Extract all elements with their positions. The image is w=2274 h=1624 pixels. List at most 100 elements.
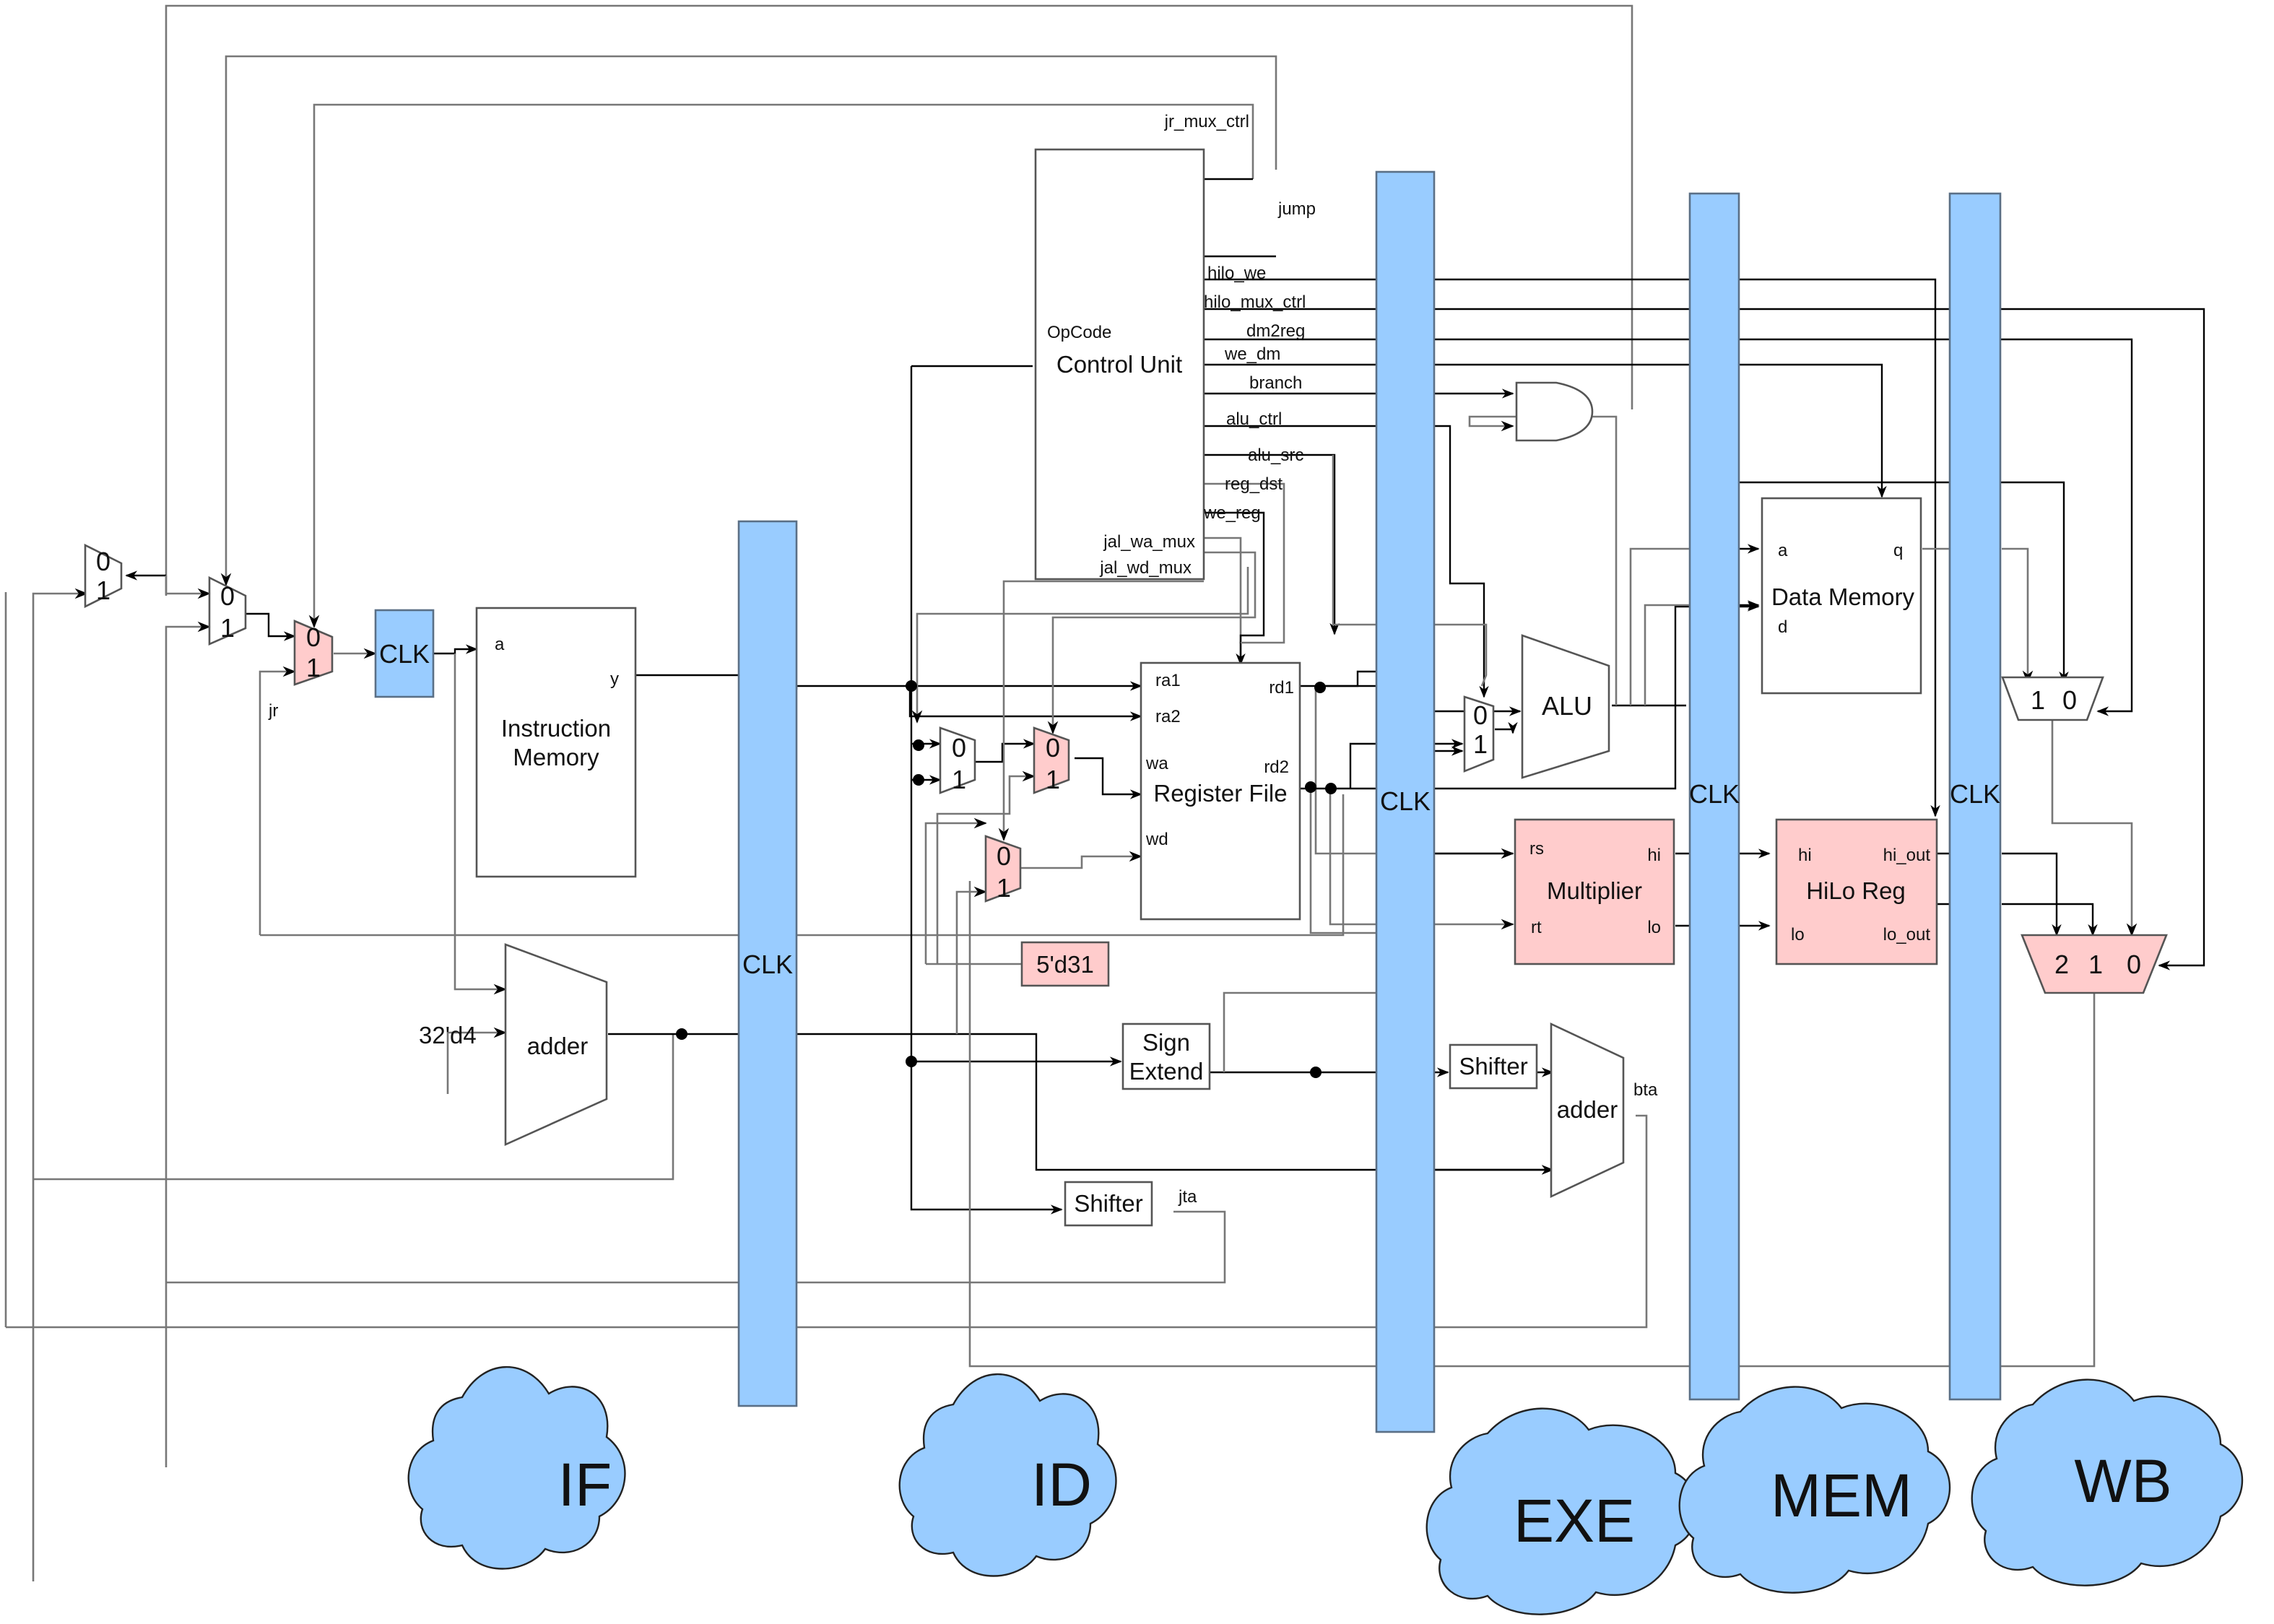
branch-shifter: Shifter: [1449, 1043, 1538, 1090]
mem-wb-register: CLK: [1948, 192, 2002, 1401]
mux-input-2: 2: [2054, 950, 2069, 979]
mux-input-0: 0: [1046, 733, 1060, 763]
stage-label-exe: EXE: [1514, 1487, 1635, 1555]
mux-jr: 0 1: [293, 620, 334, 686]
signal-jr-mux-ctrl: jr_mux_ctrl: [1164, 112, 1249, 131]
hilo-port-lo: lo: [1791, 925, 1805, 945]
mux-input-0: 0: [306, 622, 321, 652]
exe-mem-register: CLK: [1688, 192, 1740, 1401]
mult-port-rs: rs: [1529, 839, 1544, 859]
sign-extend-line2: Extend: [1129, 1058, 1204, 1085]
const-31: 5'd31: [1020, 941, 1110, 987]
multiplier-title: Multiplier: [1547, 877, 1642, 904]
junction-dot: [913, 774, 924, 786]
pc-register: CLK: [374, 609, 435, 698]
mult-port-lo: lo: [1647, 918, 1661, 937]
signal-hilo-we: hilo_we: [1207, 264, 1266, 283]
const-31-label: 5'd31: [1036, 951, 1094, 978]
if-id-register: CLK: [737, 520, 798, 1407]
jr-label: jr: [268, 701, 278, 721]
imem-title-2: Memory: [513, 744, 599, 770]
mux-input-1: 1: [306, 653, 321, 682]
wires: [4, 4, 2205, 1581]
junction-dot: [1314, 682, 1326, 693]
signal-jal-wa-mux: jal_wa_mux: [1103, 532, 1195, 552]
signal-reg-dst: reg_dst: [1225, 474, 1283, 494]
control-signal-labels: jr_mux_ctrl jump hilo_we hilo_mux_ctrl d…: [1099, 112, 1316, 578]
pc-adder-label: adder: [527, 1033, 588, 1059]
mux-input-1: 1: [2088, 950, 2103, 979]
mux-input-1: 1: [952, 765, 966, 794]
signal-we-dm: we_dm: [1224, 344, 1280, 364]
junction-dot: [1305, 781, 1316, 793]
if-id-register-label: CLK: [742, 950, 793, 979]
signal-branch: branch: [1249, 373, 1302, 393]
signal-we-reg: we_reg: [1203, 503, 1261, 523]
exe-mem-register-label: CLK: [1689, 779, 1740, 809]
signal-alu-ctrl: alu_ctrl: [1226, 409, 1282, 429]
signal-alu-src: alu_src: [1248, 446, 1303, 465]
mux-input-1: 1: [997, 873, 1011, 903]
imem-title-1: Instruction: [501, 715, 611, 742]
signal-hilo-mux-ctrl: hilo_mux_ctrl: [1204, 292, 1306, 312]
control-unit-opcode: OpCode: [1047, 323, 1111, 342]
junction-dot: [1325, 783, 1337, 794]
mux-input-0: 0: [2127, 950, 2141, 979]
mem-wb-register-label: CLK: [1950, 779, 2000, 809]
id-exe-register: CLK: [1375, 170, 1436, 1433]
mux-input-0: 0: [1473, 700, 1488, 730]
imem-port-a: a: [495, 635, 505, 654]
stage-label-id: ID: [1031, 1451, 1092, 1519]
hilo-port-hi-out: hi_out: [1883, 846, 1931, 865]
signal-jal-wd-mux: jal_wd_mux: [1099, 558, 1192, 578]
junction-dot: [676, 1028, 687, 1040]
dmem-port-q: q: [1893, 541, 1903, 560]
mux-input-0: 0: [2062, 685, 2077, 715]
junction-dot: [913, 739, 924, 751]
hilo-register: hi lo hi_out lo_out HiLo Reg: [1775, 818, 1938, 965]
signal-dm2reg: dm2reg: [1246, 321, 1305, 341]
rf-port-rd1: rd1: [1269, 678, 1294, 698]
pc-register-label: CLK: [379, 639, 430, 669]
stage-cloud-if: IF: [407, 1365, 626, 1570]
rf-port-ra2: ra2: [1155, 707, 1181, 726]
rf-port-wa: wa: [1145, 754, 1168, 773]
data-memory-title: Data Memory: [1771, 583, 1915, 610]
hilo-port-lo-out: lo_out: [1883, 925, 1931, 945]
mux-input-1: 1: [1473, 729, 1488, 759]
jta-label: jta: [1178, 1187, 1197, 1207]
mux-input-1: 1: [96, 576, 110, 605]
mux-input-0: 0: [952, 733, 966, 763]
mux-dm2reg: 1 0: [2001, 676, 2104, 721]
stage-cloud-id: ID: [898, 1373, 1117, 1577]
branch-shifter-label: Shifter: [1459, 1053, 1527, 1080]
rf-port-wd: wd: [1145, 830, 1168, 849]
mux-jal-wd: 0 1: [984, 835, 1022, 903]
mux-input-0: 0: [220, 581, 235, 611]
mux-alu-src: 0 1: [1463, 695, 1495, 773]
register-file: ra1 ra2 wa wd rd1 rd2 Register File: [1140, 661, 1301, 921]
junction-dot: [906, 1056, 917, 1067]
sign-extend-line1: Sign: [1142, 1029, 1190, 1056]
stage-cloud-exe: EXE: [1425, 1407, 1698, 1615]
stage-label-wb: WB: [2074, 1447, 2171, 1515]
instruction-memory: a y Instruction Memory: [475, 607, 637, 878]
mux-writeback: 2 1 0: [2021, 934, 2168, 994]
mux-jal-wa: 0 1: [1033, 726, 1070, 794]
const-4-label: 32'd4: [419, 1022, 477, 1048]
mult-port-hi: hi: [1647, 846, 1661, 865]
mult-port-rt: rt: [1531, 918, 1542, 937]
stage-label-if: IF: [558, 1451, 612, 1519]
hilo-port-hi: hi: [1798, 846, 1812, 865]
mux-input-1: 1: [2031, 685, 2045, 715]
dmem-port-d: d: [1778, 617, 1787, 637]
jump-shifter: Shifter: [1064, 1181, 1153, 1227]
bta-label: bta: [1633, 1080, 1658, 1100]
rf-port-rd2: rd2: [1264, 757, 1289, 777]
id-exe-register-label: CLK: [1380, 786, 1431, 816]
rf-port-ra1: ra1: [1155, 671, 1181, 690]
signal-jump: jump: [1277, 199, 1316, 219]
pc-adder: adder: [504, 943, 608, 1147]
stage-cloud-mem: MEM: [1678, 1386, 1951, 1594]
